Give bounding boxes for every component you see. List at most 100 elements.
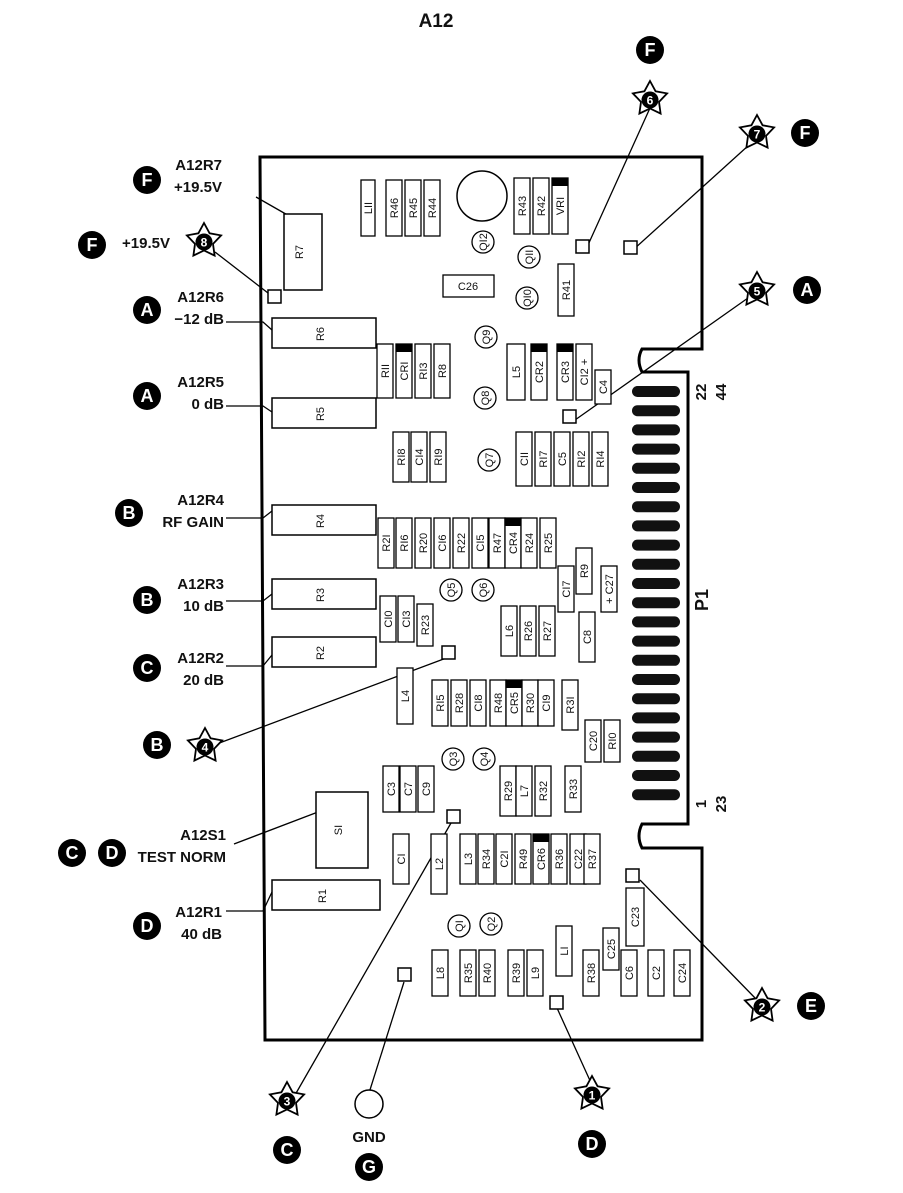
callout-letter-s1-b: D <box>98 839 126 867</box>
component-label: R49 <box>518 849 530 869</box>
component-label: LII <box>363 202 375 214</box>
svg-text:B: B <box>151 735 164 755</box>
diagram-title: A12 <box>419 11 454 32</box>
callout-letter-s1-a: C <box>58 839 86 867</box>
component-c6: C6 <box>620 949 638 997</box>
transistor-q2: Q2 <box>479 912 503 936</box>
transistor-q6: Q6 <box>471 578 495 602</box>
component-label: RI4 <box>595 450 607 467</box>
component-label: R45 <box>408 198 420 218</box>
component-ci2: CI2 + <box>575 343 593 401</box>
component-ri6: RI6 <box>395 517 413 569</box>
connector-label: P1 <box>692 589 712 611</box>
component-label: R34 <box>481 849 493 869</box>
connector-finger <box>632 462 680 474</box>
pin-label-23: 23 <box>713 796 730 813</box>
svg-text:D: D <box>586 1134 599 1154</box>
component-label: R44 <box>427 198 439 218</box>
component-cr5: CR5 <box>505 679 523 727</box>
svg-text:3: 3 <box>284 1095 291 1109</box>
callout-text: A12R5 <box>177 374 224 391</box>
component-label: R27 <box>542 621 554 641</box>
component-l8: L8 <box>431 949 449 997</box>
component-label: R22 <box>456 533 468 553</box>
gnd-test-point <box>354 1089 384 1119</box>
component-r38: R38 <box>582 949 600 997</box>
component-cr2: CR2 <box>530 343 548 401</box>
callout-text: A12R3 <box>177 576 224 593</box>
svg-text:D: D <box>141 916 154 936</box>
test-point-star-6: 6 <box>631 79 669 116</box>
component-label: CI3 <box>401 610 413 627</box>
component-label: CR6 <box>536 848 548 870</box>
test-point-letter-7: F <box>791 119 819 147</box>
component-ci0: CI0 <box>379 595 397 643</box>
component-label: C9 <box>421 782 433 796</box>
leader-lines <box>213 107 758 1096</box>
component-label: RI8 <box>396 448 408 465</box>
svg-text:E: E <box>805 996 817 1016</box>
transistor-label: Q7 <box>484 453 496 468</box>
transistor-q13-can <box>456 170 508 222</box>
component-label: R33 <box>568 779 580 799</box>
switch-s1-label: SI <box>333 825 345 835</box>
component-ci4: CI4 <box>410 431 428 483</box>
component-label: C22 <box>573 849 585 869</box>
svg-text:5: 5 <box>754 285 761 299</box>
component-r28: R28 <box>450 679 468 727</box>
pin-label-44: 44 <box>713 383 730 400</box>
component-ri8: RI8 <box>392 431 410 483</box>
svg-text:4: 4 <box>202 741 209 755</box>
component-label: R2I <box>381 534 393 551</box>
callout-p8: +19.5V <box>122 235 170 252</box>
callout-text: 0 dB <box>191 396 224 413</box>
component-l5: L5 <box>506 343 526 401</box>
component-label: L8 <box>435 967 447 979</box>
component-label: RI7 <box>538 450 550 467</box>
callout-text: RF GAIN <box>162 514 224 531</box>
test-point-letter-6: F <box>636 36 664 64</box>
component-ri7: RI7 <box>534 431 552 487</box>
test-point-letter-1: D <box>578 1130 606 1158</box>
component-label: R30 <box>525 693 537 713</box>
component-r34: R34 <box>477 833 495 885</box>
component-label: R26 <box>523 621 535 641</box>
connector-finger <box>632 405 680 417</box>
component-rii: RII <box>376 343 394 399</box>
transistor-qii: QII <box>517 245 541 269</box>
component-r44: R44 <box>423 179 441 237</box>
component-cr4: CR4 <box>504 517 522 569</box>
component-r33: R33 <box>564 765 582 813</box>
svg-text:F: F <box>645 40 656 60</box>
component-label: C25 <box>606 939 618 959</box>
component-l9: L9 <box>526 949 544 997</box>
transistor-label: QI <box>454 920 466 932</box>
component-l4: L4 <box>396 667 414 725</box>
connector-finger <box>632 712 680 724</box>
component-r36: R36 <box>550 833 568 885</box>
component-r42: R42 <box>532 177 550 235</box>
component-ci8: CI8 <box>469 679 487 727</box>
transistor-label: Q8 <box>480 391 492 406</box>
component-label: R47 <box>492 533 504 553</box>
connector-finger <box>632 635 680 647</box>
test-point-star-3: 3 <box>268 1080 306 1117</box>
svg-text:F: F <box>142 170 153 190</box>
component-label: VRI <box>555 197 567 215</box>
component-c2: C2 <box>647 949 665 997</box>
component-ci5: CI5 <box>471 517 489 569</box>
transistor-label: Q2 <box>486 917 498 932</box>
component-r25: R25 <box>539 517 557 569</box>
component-c4: C4 <box>594 369 612 405</box>
component-label: CI2 + <box>579 359 591 386</box>
transistor-q7: Q7 <box>477 448 501 472</box>
test-point-star-4: 4 <box>186 726 224 763</box>
component-label: R32 <box>538 781 550 801</box>
component-c8: C8 <box>578 611 596 663</box>
component-c5: C5 <box>553 431 571 487</box>
connector-finger <box>632 750 680 762</box>
svg-text:D: D <box>106 843 119 863</box>
svg-text:C: C <box>281 1140 294 1160</box>
